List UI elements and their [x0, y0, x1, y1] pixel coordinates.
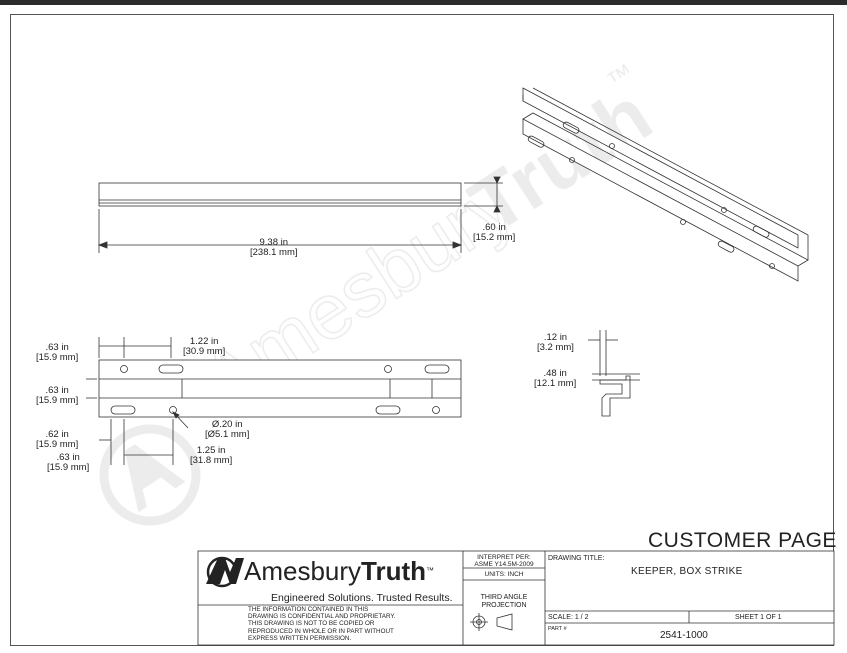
flange-dimension: .48 in[12.1 mm] [534, 368, 577, 389]
edge-a-dimension: .63 in[15.9 mm] [36, 342, 79, 363]
isometric-view [522, 87, 809, 282]
sheet-label: SHEET 1 OF 1 [735, 614, 782, 621]
hole-pitch-dimension: 1.25 in[31.8 mm] [190, 445, 233, 466]
length-dimension: 9.38 in[238.1 mm] [250, 237, 298, 258]
thickness-dimension: .12 in[3.2 mm] [537, 332, 574, 353]
drawing-title-label: DRAWING TITLE: [548, 555, 605, 562]
top-view [98, 182, 462, 207]
slot-pitch-dimension: 1.22 in[30.9 mm] [183, 336, 226, 357]
projection-label: THIRD ANGLE PROJECTION [480, 594, 528, 609]
side-profile [599, 375, 631, 417]
scale-label: SCALE: 1 / 2 [548, 614, 589, 621]
confidential-notice: THE INFORMATION CONTAINED IN THIS DRAWIN… [248, 606, 396, 642]
interpret-per: INTERPRET PER: ASME Y14.5M-2009 [474, 554, 534, 568]
customer-page-label: CUSTOMER PAGE [648, 529, 837, 552]
brand-logo-icon [206, 556, 244, 588]
brand-tagline: Engineered Solutions. Trusted Results. [271, 592, 453, 604]
window-top-bar [0, 0, 847, 5]
slot-offset-dimension: .63 in[15.9 mm] [47, 452, 90, 473]
part-number: 2541-1000 [660, 630, 708, 641]
height-dimension: .60 in[15.2 mm] [473, 222, 516, 243]
title-block-grid [197, 550, 835, 646]
units-label: UNITS: INCH [484, 571, 524, 578]
drawing-border [10, 14, 834, 646]
part-number-label: PART # [548, 626, 567, 632]
slot-width-dimension: .62 in[15.9 mm] [36, 429, 79, 450]
edge-b-dimension: .63 in[15.9 mm] [36, 385, 79, 406]
hole-diameter-dimension: Ø.20 in[Ø5.1 mm] [205, 419, 250, 440]
drawing-title: KEEPER, BOX STRIKE [631, 566, 743, 577]
brand-logo-text: AmesburyTruth™ [244, 556, 435, 586]
front-view [98, 359, 462, 418]
